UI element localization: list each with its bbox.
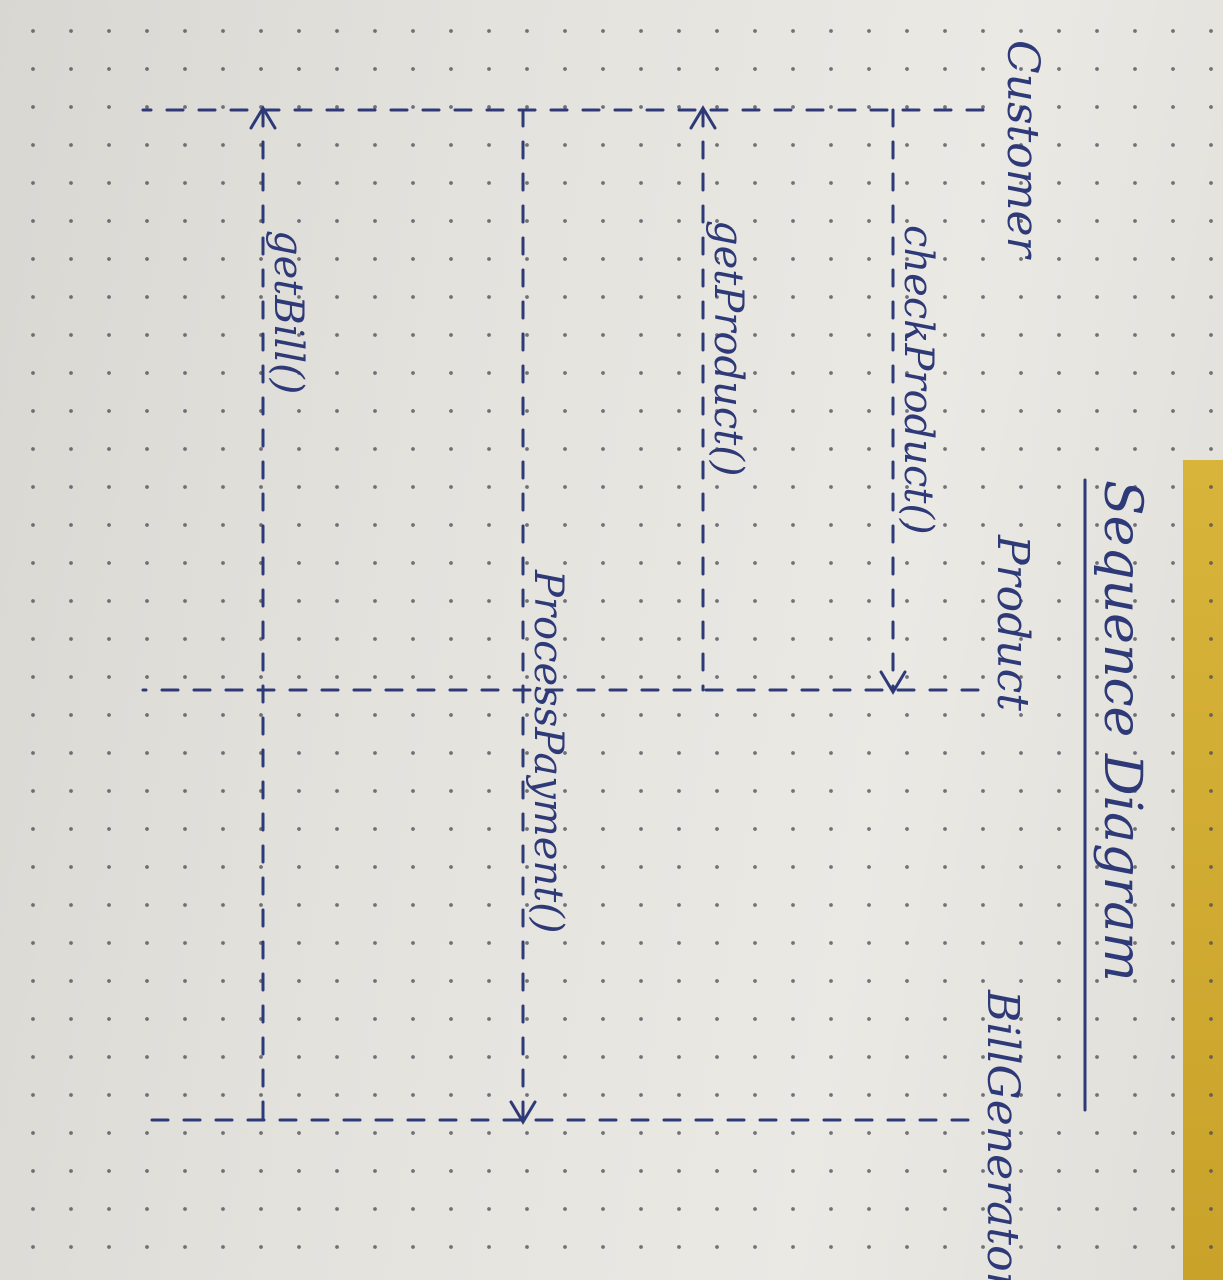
message-label-check-product: checkProduct() bbox=[895, 225, 941, 535]
message-label-get-product: getProduct() bbox=[705, 220, 751, 477]
arrowhead-get-product bbox=[689, 105, 717, 130]
message-label-process-payment: ProcessPayment() bbox=[525, 569, 571, 933]
lifeline-header-customer: Customer bbox=[997, 40, 1048, 261]
lifeline-header-product: Product bbox=[987, 534, 1038, 711]
arrowhead-check-product bbox=[879, 670, 907, 695]
lifeline-header-bill-generator: BillGenerator bbox=[977, 989, 1028, 1280]
arrowhead-process-payment bbox=[509, 1100, 537, 1125]
arrowhead-get-bill bbox=[249, 105, 277, 130]
message-label-get-bill: getBill() bbox=[265, 230, 311, 394]
diagram-title: Sequence Diagram bbox=[1092, 480, 1152, 982]
